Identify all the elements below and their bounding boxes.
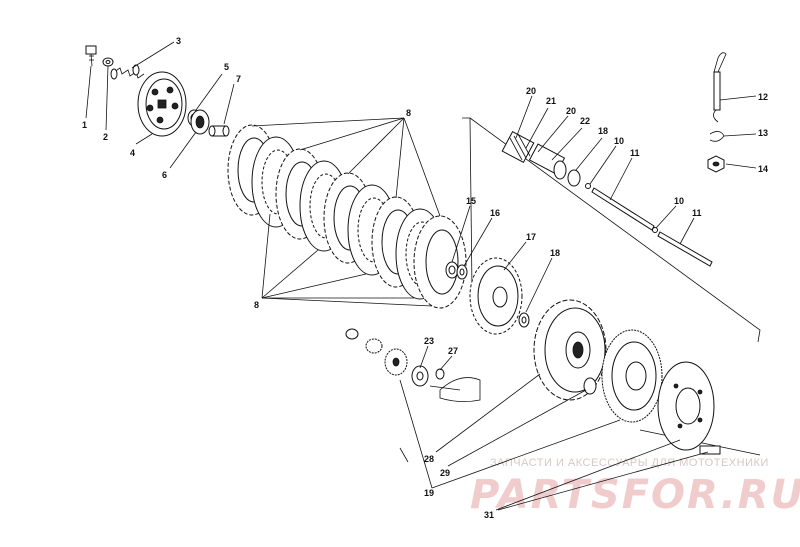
- callout-19: 19: [424, 488, 434, 498]
- part-1-bolt: [85, 45, 97, 67]
- backing-plate: [657, 361, 715, 451]
- callout-2: 2: [103, 132, 108, 142]
- part-16-lock-washer: [456, 264, 468, 280]
- part-18-thrust-washer: [518, 312, 530, 328]
- ring-gear: [601, 329, 663, 423]
- callout-28: 28: [424, 454, 434, 464]
- gear-group: [345, 328, 408, 376]
- part-10-ball: [585, 183, 591, 189]
- part-14-nut: [707, 155, 725, 173]
- part-4-pressure-plate: [137, 71, 187, 137]
- callout-labels: 1 2 3 4 5 6 7 8 8 10 10 11 11 12 13 14 1…: [82, 36, 768, 520]
- shaft-housing: [429, 377, 481, 402]
- part-3-spring: [110, 64, 145, 80]
- callout-31: 31: [484, 510, 494, 520]
- part-23-gear: [411, 365, 429, 387]
- callout-18-lower: 18: [550, 248, 560, 258]
- callout-17: 17: [526, 232, 536, 242]
- callout-3: 3: [176, 36, 181, 46]
- callout-1: 1: [82, 120, 87, 130]
- callout-13: 13: [758, 128, 768, 138]
- callout-20a: 20: [526, 86, 536, 96]
- callout-29: 29: [440, 468, 450, 478]
- callout-11a: 11: [630, 148, 640, 158]
- callout-18-upper: 18: [598, 126, 608, 136]
- part-15-nut: [445, 261, 459, 279]
- part-12-lever: [713, 52, 727, 123]
- callout-10a: 10: [614, 136, 624, 146]
- callout-5: 5: [224, 62, 229, 72]
- watermark-logo: PARTSFOR.RU: [470, 472, 800, 518]
- part-18-circlip: [567, 169, 581, 187]
- part-11-pushrod-2: [657, 231, 713, 267]
- watermark: ЗАПЧАСТИ И АКСЕССУАРЫ ДЛЯ МОТОТЕХНИКИ PA…: [470, 457, 800, 518]
- part-6-bearing: [190, 109, 210, 135]
- part-28-bushing: [583, 377, 597, 395]
- callout-22: 22: [580, 116, 590, 126]
- callout-14: 14: [758, 164, 768, 174]
- callout-8-top: 8: [406, 108, 411, 118]
- callout-11b: 11: [692, 208, 702, 218]
- leader-lines: [85, 41, 757, 511]
- part-8-clutch-plates: [227, 124, 467, 309]
- callout-12: 12: [758, 92, 768, 102]
- part-20-needle-bearing: [501, 130, 535, 164]
- part-13-clip: [709, 131, 725, 142]
- watermark-tagline: ЗАПЧАСТИ И АКСЕССУАРЫ ДЛЯ МОТОТЕХНИКИ: [490, 457, 769, 469]
- callout-20b: 20: [566, 106, 576, 116]
- part-17-inner-hub: [469, 257, 523, 335]
- part-11-pushrod: [591, 187, 655, 231]
- part-2-washer: [102, 57, 114, 67]
- callout-7: 7: [236, 74, 241, 84]
- part-7-cap: [208, 125, 230, 137]
- callout-15: 15: [466, 196, 476, 206]
- part-22-sleeve: [528, 143, 567, 180]
- callout-6: 6: [162, 170, 167, 180]
- callout-10b: 10: [674, 196, 684, 206]
- clutch-basket: [533, 299, 607, 401]
- part-29-pin: [699, 445, 721, 455]
- part-27-washer: [435, 368, 445, 380]
- callout-27: 27: [448, 346, 458, 356]
- clutch-plate: [413, 215, 467, 309]
- callout-21: 21: [546, 96, 556, 106]
- callout-4: 4: [130, 148, 135, 158]
- callout-16: 16: [490, 208, 500, 218]
- callout-8-bottom: 8: [254, 300, 259, 310]
- callout-23: 23: [424, 336, 434, 346]
